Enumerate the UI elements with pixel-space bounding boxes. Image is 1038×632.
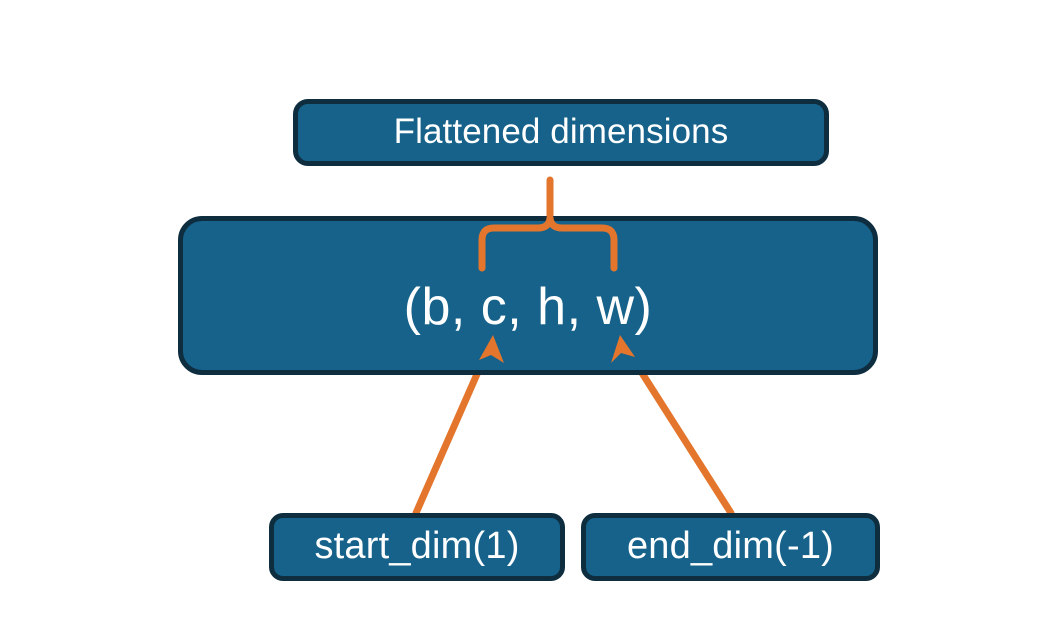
node-start-dim-label: start_dim(1) (314, 525, 520, 568)
node-end-dim-label: end_dim(-1) (626, 525, 835, 568)
node-tensor-shape[interactable]: (b, c, h, w) (178, 216, 878, 375)
node-flattened-dimensions[interactable]: Flattened dimensions (293, 99, 829, 166)
node-flattened-dimensions-label: Flattened dimensions (393, 112, 729, 152)
node-tensor-shape-label: (b, c, h, w) (403, 278, 653, 337)
node-end-dim[interactable]: end_dim(-1) (581, 513, 880, 581)
node-start-dim[interactable]: start_dim(1) (269, 513, 565, 581)
